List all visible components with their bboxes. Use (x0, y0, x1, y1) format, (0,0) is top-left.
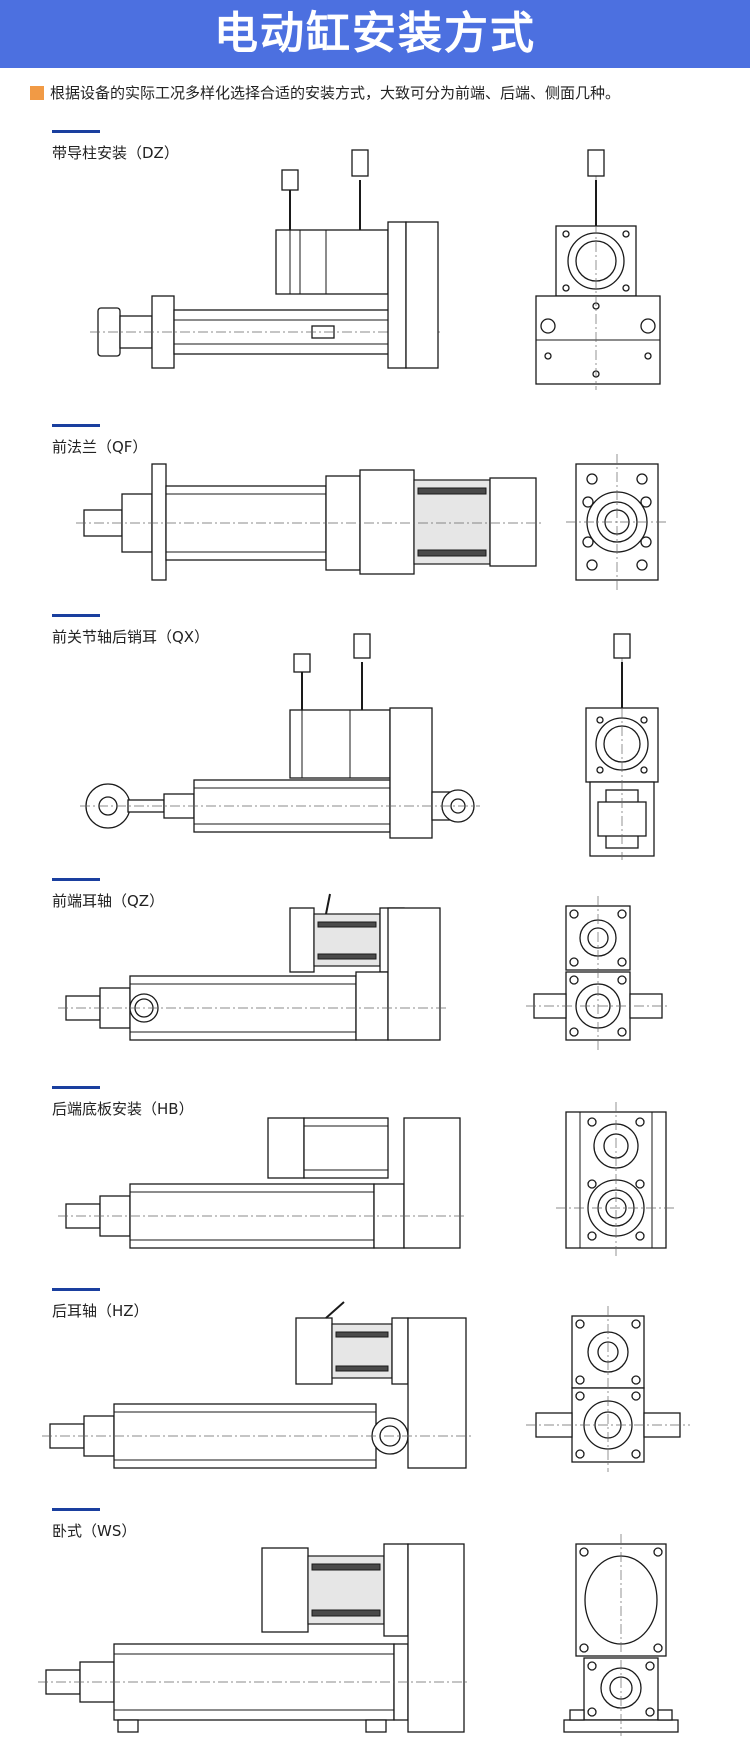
section-title: 卧式（WS） (52, 1522, 137, 1540)
section-title: 后耳轴（HZ） (52, 1302, 149, 1320)
section-qz: 前端耳轴（QZ） (0, 878, 750, 1066)
section-bar (52, 1086, 100, 1089)
page-title: 电动缸安装方式 (214, 8, 536, 59)
section-bar (52, 878, 100, 881)
ws-drawing (38, 1534, 679, 1736)
section-bar (52, 614, 100, 617)
section-bar (52, 1508, 100, 1511)
section-bar (52, 1288, 100, 1291)
hz-drawing (42, 1301, 690, 1472)
section-title: 前法兰（QF） (52, 438, 148, 456)
intro-line: 根据设备的实际工况多样化选择合适的安装方式，大致可分为前端、后端、侧面几种。 (30, 82, 750, 103)
section-hz: 后耳轴（HZ） (0, 1288, 750, 1486)
qx-drawing (80, 633, 659, 860)
section-title: 后端底板安装（HB） (52, 1100, 194, 1118)
section-qx: 前关节轴后销耳（QX） (0, 614, 750, 864)
intro-text: 根据设备的实际工况多样化选择合适的安装方式，大致可分为前端、后端、侧面几种。 (50, 84, 621, 102)
section-dz: 带导柱安装（DZ） (0, 130, 750, 400)
section-qf: 前法兰（QF） (0, 424, 750, 592)
section-title: 前关节轴后销耳（QX） (52, 628, 210, 646)
title-banner: 电动缸安装方式 (0, 0, 750, 68)
qz-drawing (58, 893, 670, 1050)
section-ws: 卧式（WS） (0, 1508, 750, 1738)
hb-drawing (58, 1102, 676, 1258)
section-bar (52, 130, 100, 133)
dz-drawing (90, 149, 661, 390)
orange-square-icon (30, 86, 44, 100)
qf-drawing (76, 454, 668, 590)
section-title: 带导柱安装（DZ） (52, 144, 179, 162)
section-bar (52, 424, 100, 427)
section-title: 前端耳轴（QZ） (52, 892, 165, 910)
section-hb: 后端底板安装（HB） (0, 1086, 750, 1264)
